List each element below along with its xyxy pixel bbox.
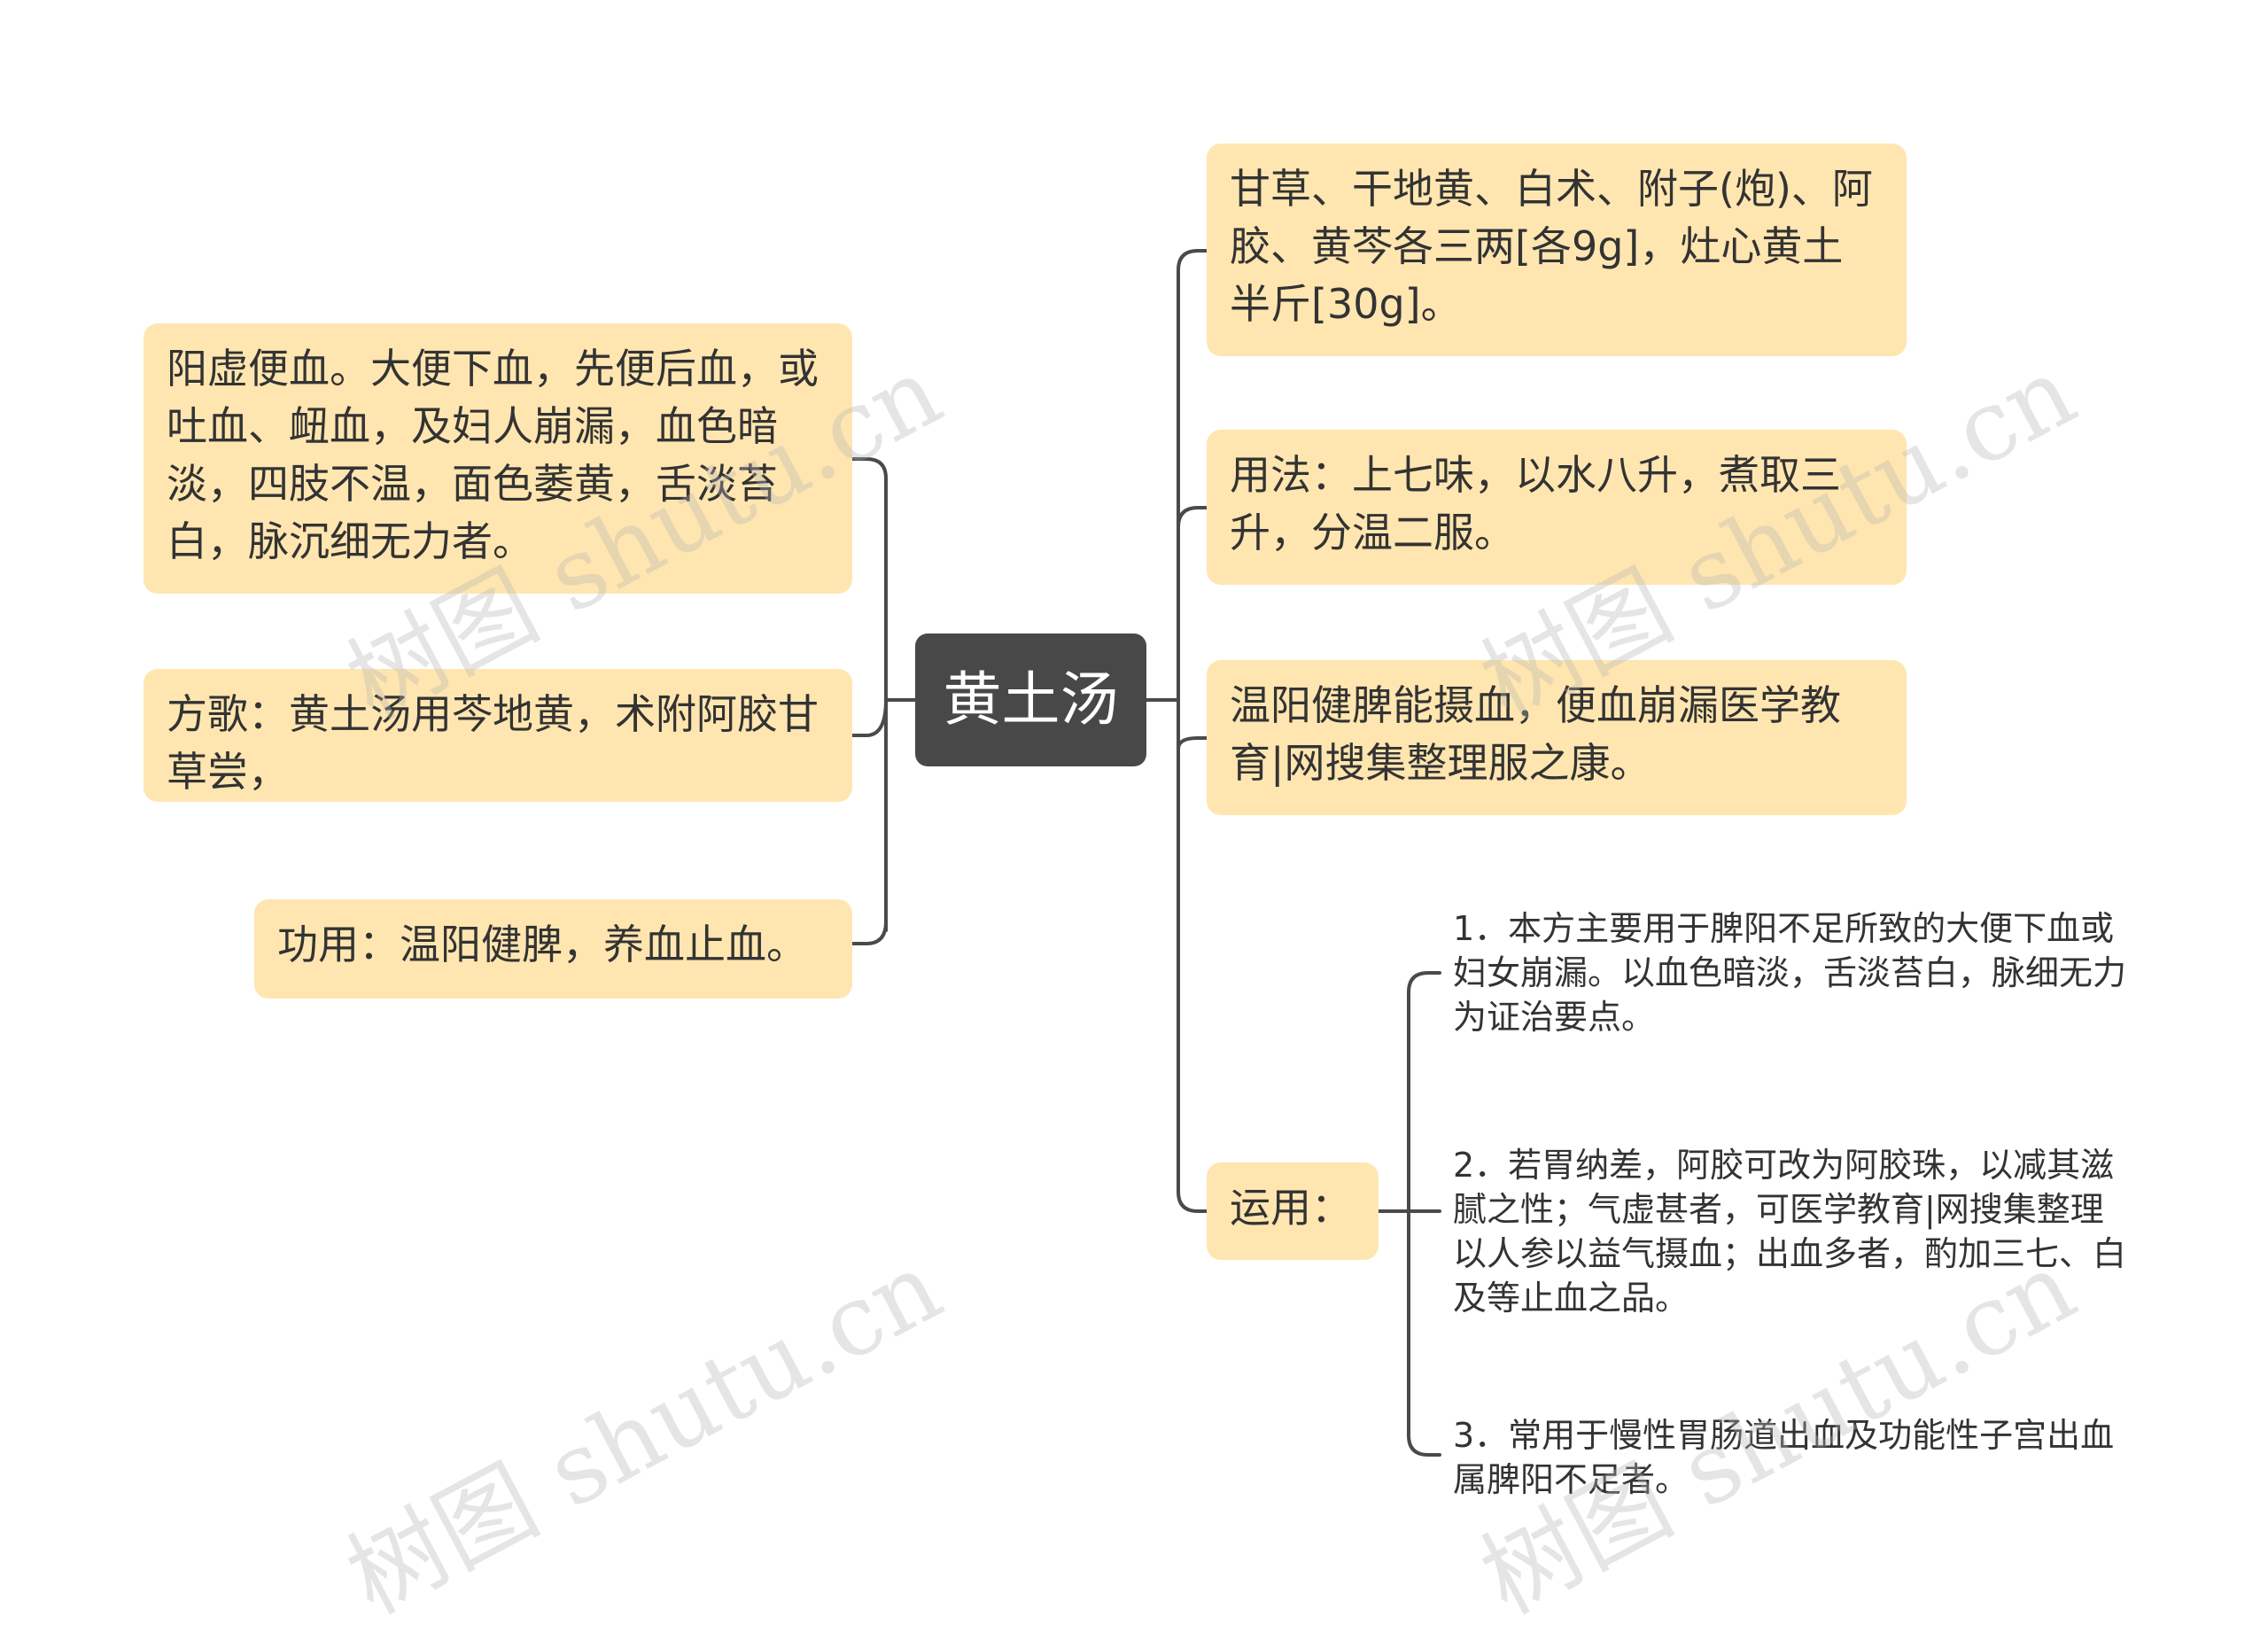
connector-to-ingredients (1177, 249, 1208, 272)
branch-node-symptoms[interactable]: 阳虚便血。大便下血，先便后血，或吐血、衄血，及妇人崩漏，血色暗淡，四肢不温，面色… (144, 323, 852, 594)
connector-to-song (850, 698, 888, 737)
connector-to-app-item-3 (1407, 1434, 1441, 1457)
application-item-2[interactable]: 2．若胃纳差，阿胶可改为阿胶珠，以减其滋腻之性；气虚甚者，可医学教育|网搜集整理… (1453, 1146, 2127, 1318)
branch-node-function[interactable]: 功用：温阳健脾，养血止血。 (254, 899, 852, 999)
center-node-title[interactable]: 黄土汤 (915, 634, 1146, 766)
branch-node-application[interactable]: 运用： (1207, 1162, 1379, 1260)
connector-to-function (850, 920, 888, 945)
connector-to-application (1177, 1190, 1208, 1213)
branch-node-effect[interactable]: 温阳健脾能摄血，便血崩漏医学教育|网搜集整理服之康。 (1207, 660, 1907, 815)
application-item-1[interactable]: 1．本方主要用于脾阳不足所致的大便下血或妇女崩漏。以血色暗淡，舌淡苔白，脉细无力… (1453, 909, 2127, 1037)
application-item-3[interactable]: 3．常用于慢性胃肠道出血及功能性子宫出血属脾阳不足者。 (1453, 1416, 2115, 1499)
branch-node-ingredients[interactable]: 甘草、干地黄、白术、附子(炮)、阿胶、黄芩各三两[各9g]，灶心黄土半斤[30g… (1207, 144, 1907, 356)
connector-to-app-item-1 (1407, 971, 1441, 994)
connector-to-effect (1177, 736, 1208, 750)
branch-node-formula-song[interactable]: 方歌：黄土汤用芩地黄，术附阿胶甘草尝， (144, 669, 852, 802)
connector-to-symptoms (850, 457, 888, 480)
watermark-bottom-left: 树图 shutu.cn (330, 1229, 959, 1636)
connector-to-usage (1177, 506, 1208, 529)
branch-node-usage[interactable]: 用法：上七味，以水八升，煮取三升，分温二服。 (1207, 430, 1907, 585)
